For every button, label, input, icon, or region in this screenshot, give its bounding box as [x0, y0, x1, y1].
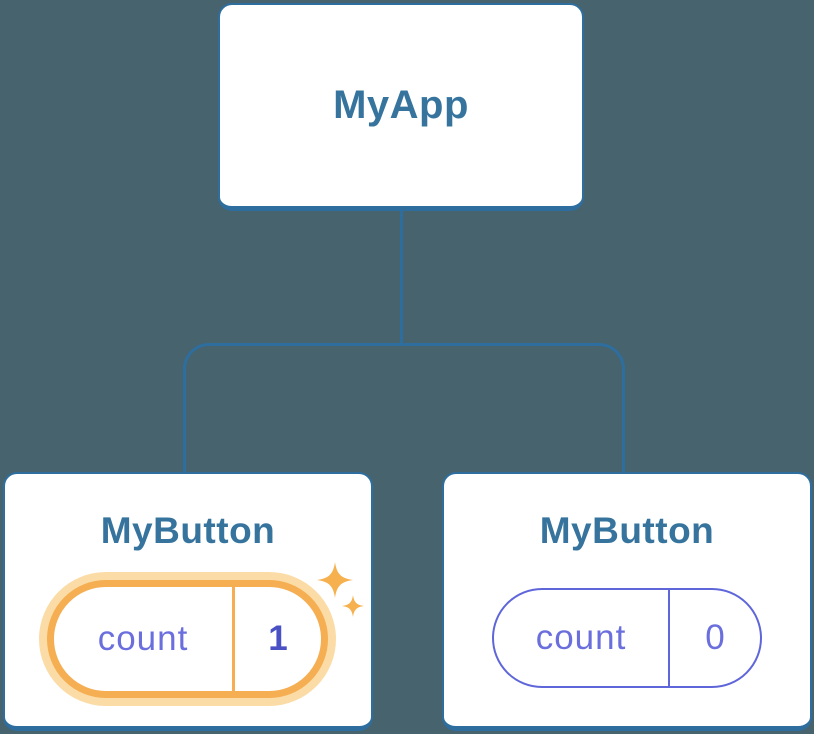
state-pill-default: count 0 — [492, 588, 762, 688]
sparkle-icon-small — [342, 595, 364, 617]
node-mybutton-left: MyButton count 1 — [3, 472, 373, 731]
connector-stem — [400, 209, 403, 345]
node-mybutton-left-label: MyButton — [100, 510, 276, 551]
sparkle-icon-large — [317, 562, 353, 598]
state-value: 1 — [268, 619, 288, 658]
node-myapp: MyApp — [218, 3, 584, 211]
connector-bracket — [183, 343, 625, 474]
node-mybutton-right: MyButton count 0 — [442, 472, 812, 731]
state-value: 0 — [705, 618, 725, 657]
pill-divider — [668, 590, 670, 686]
state-name: count — [535, 618, 627, 657]
node-mybutton-right-label: MyButton — [539, 510, 715, 551]
pill-divider — [232, 587, 235, 691]
state-pill-highlighted: count 1 — [47, 562, 364, 698]
node-myapp-label: MyApp — [333, 83, 469, 127]
state-name: count — [97, 619, 189, 658]
